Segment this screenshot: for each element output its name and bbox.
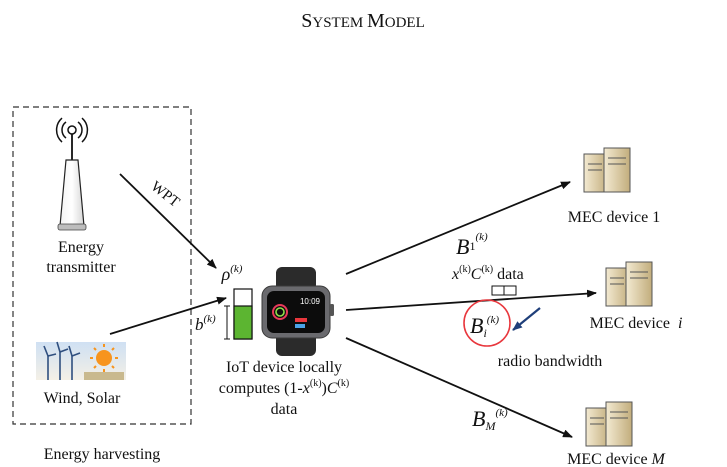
mec-device-i-label: MEC device i bbox=[590, 315, 683, 332]
energy-transmitter-icon bbox=[55, 117, 89, 231]
bandwidth-label-bm: BM(k) bbox=[472, 406, 508, 433]
rho-label: ρ(k) bbox=[221, 263, 243, 284]
offloaded-data-label: x(k)C(k)data bbox=[451, 264, 524, 283]
link-arrow-mec-m bbox=[345, 337, 573, 438]
iot-caption-line1: IoT device locally bbox=[226, 359, 342, 376]
radio-bandwidth-label: radio bandwidth bbox=[498, 353, 602, 370]
bandwidth-label-b1: B1(k) bbox=[456, 231, 488, 259]
watch-time: 10:09 bbox=[300, 297, 321, 306]
mec-server-icon-i bbox=[605, 261, 653, 307]
mec-device-m-label: MEC device M bbox=[567, 451, 666, 467]
page-title: SYSTEM MODEL bbox=[301, 10, 425, 32]
energy-harvesting-caption: Energy harvesting bbox=[44, 446, 161, 463]
mec-server-icon-1 bbox=[583, 147, 631, 193]
data-packet-icon bbox=[491, 285, 517, 296]
battery-icon bbox=[233, 288, 253, 340]
bandwidth-highlight-circle bbox=[463, 299, 511, 347]
link-arrow-mec-1 bbox=[345, 181, 571, 275]
bandwidth-label-bi: Bi(k) bbox=[470, 313, 499, 340]
iot-caption-line3: data bbox=[271, 401, 298, 418]
energy-harvesting-box bbox=[12, 106, 192, 425]
bandwidth-pointer-arrow bbox=[512, 307, 541, 331]
iot-device-smartwatch-icon: 10:09 bbox=[261, 267, 334, 356]
wind-solar-icon bbox=[36, 341, 126, 380]
mec-device-1-label: MEC device 1 bbox=[568, 209, 660, 226]
energy-transmitter-label-line2: transmitter bbox=[46, 259, 116, 276]
battery-level-label: b(k) bbox=[195, 313, 216, 334]
mec-server-icon-m bbox=[585, 401, 633, 447]
renewable-arrow bbox=[109, 296, 227, 335]
iot-caption-line2: computes (1-x(k))C(k) bbox=[219, 378, 349, 397]
wind-solar-label: Wind, Solar bbox=[44, 390, 121, 407]
wpt-arrow bbox=[119, 173, 217, 269]
energy-transmitter-label-line1: Energy bbox=[58, 239, 104, 256]
link-arrow-mec-i bbox=[345, 289, 597, 311]
